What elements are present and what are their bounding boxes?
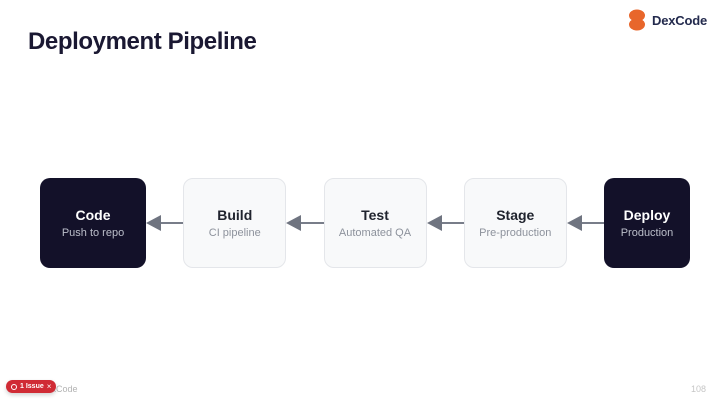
arrow-line (581, 222, 604, 224)
flow-arrow-left (146, 215, 184, 231)
info-circle-icon (11, 383, 17, 390)
arrowhead-left-icon (146, 215, 161, 231)
arrowhead-left-icon (566, 215, 582, 231)
brand-logo: DexCode (627, 9, 707, 31)
stage-box-build: Build CI pipeline (183, 178, 287, 268)
flow-arrow-left (566, 215, 604, 231)
issue-badge-label: 1 Issue (20, 383, 44, 390)
issue-badge[interactable]: 1 Issue × (6, 380, 57, 393)
dexcode-blob-icon (629, 9, 646, 31)
arrow-line (161, 222, 184, 224)
stage-subtitle: Push to repo (61, 227, 125, 239)
page-title: Deployment Pipeline (28, 28, 257, 55)
pipeline-diagram: Code Push to repo Build CI pipeline Test… (40, 178, 690, 268)
arrowhead-left-icon (286, 215, 302, 231)
stage-subtitle: Production (620, 227, 674, 239)
stage-box-test: Test Automated QA (323, 178, 427, 268)
stage-name: Test (361, 207, 389, 223)
flow-arrow-left (426, 215, 464, 231)
stage-box-stage: Stage Pre-production (463, 178, 567, 268)
arrow-line (441, 222, 464, 224)
stage-subtitle: Automated QA (338, 227, 412, 239)
stage-name: Deploy (623, 207, 671, 223)
arrow-line (301, 222, 324, 224)
page-number: 108 (690, 384, 706, 394)
stage-box-code: Code Push to repo (40, 178, 146, 268)
close-icon[interactable]: × (46, 381, 52, 391)
stage-name: Code (75, 207, 111, 223)
stage-subtitle: CI pipeline (208, 227, 261, 239)
arrowhead-left-icon (426, 215, 442, 231)
stage-name: Build (217, 207, 253, 223)
watermark-text: DexCode (40, 384, 78, 394)
brand-name: DexCode (652, 12, 707, 28)
flow-arrow-left (286, 215, 324, 231)
stage-box-deploy: Deploy Production (604, 178, 690, 268)
stage-name: Stage (496, 207, 535, 223)
stage-subtitle: Pre-production (479, 227, 552, 239)
